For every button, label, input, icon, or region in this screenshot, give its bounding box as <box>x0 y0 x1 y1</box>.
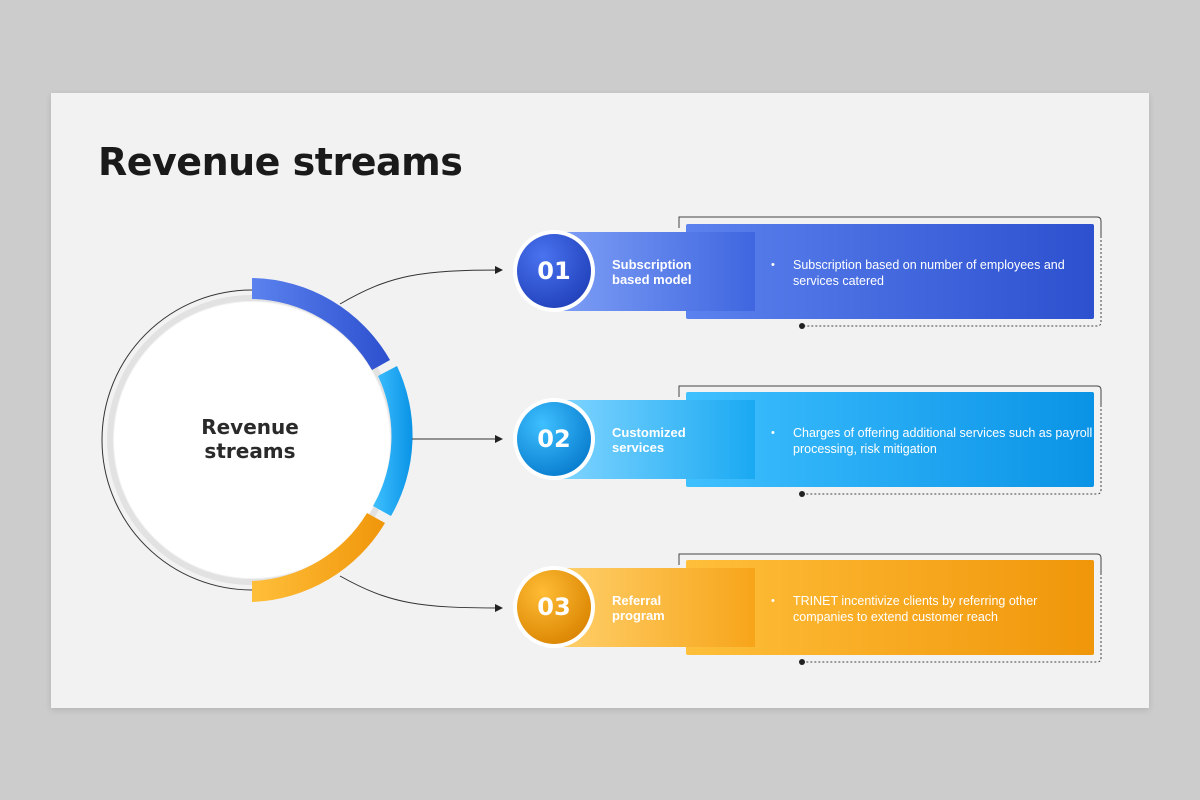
connector-3 <box>339 575 503 612</box>
arc-blue <box>252 278 390 370</box>
page-title: Revenue streams <box>98 140 463 184</box>
step-label-2-line2: services <box>612 440 665 455</box>
arc-orange <box>252 513 385 602</box>
step-description-1: Subscription based on number of employee… <box>771 257 1093 289</box>
center-label: Revenue streams <box>160 415 340 463</box>
step-number-3: 03 <box>537 593 571 621</box>
arc-sky <box>373 366 413 516</box>
step-label-1: Subscription based model <box>612 257 742 287</box>
center-label-line2: streams <box>204 439 296 463</box>
step-description-3: TRINET incentivize clients by referring … <box>771 593 1093 625</box>
step-label-3-line2: program <box>612 608 665 623</box>
step-label-2: Customized services <box>612 425 742 455</box>
step-label-3-line1: Referral <box>612 593 662 608</box>
step-number-1: 01 <box>537 257 571 285</box>
step-label-2-line1: Customized <box>612 425 686 440</box>
center-label-line1: Revenue <box>201 415 299 439</box>
step-label-3: Referral program <box>612 593 742 623</box>
connector-1 <box>339 266 503 305</box>
step-label-1-line2: based model <box>612 272 692 287</box>
center-circle <box>114 302 390 578</box>
step-description-2: Charges of offering additional services … <box>771 425 1093 457</box>
step-label-1-line1: Subscription <box>612 257 692 272</box>
outer-ring-line <box>101 289 253 591</box>
step-number-2: 02 <box>537 425 571 453</box>
